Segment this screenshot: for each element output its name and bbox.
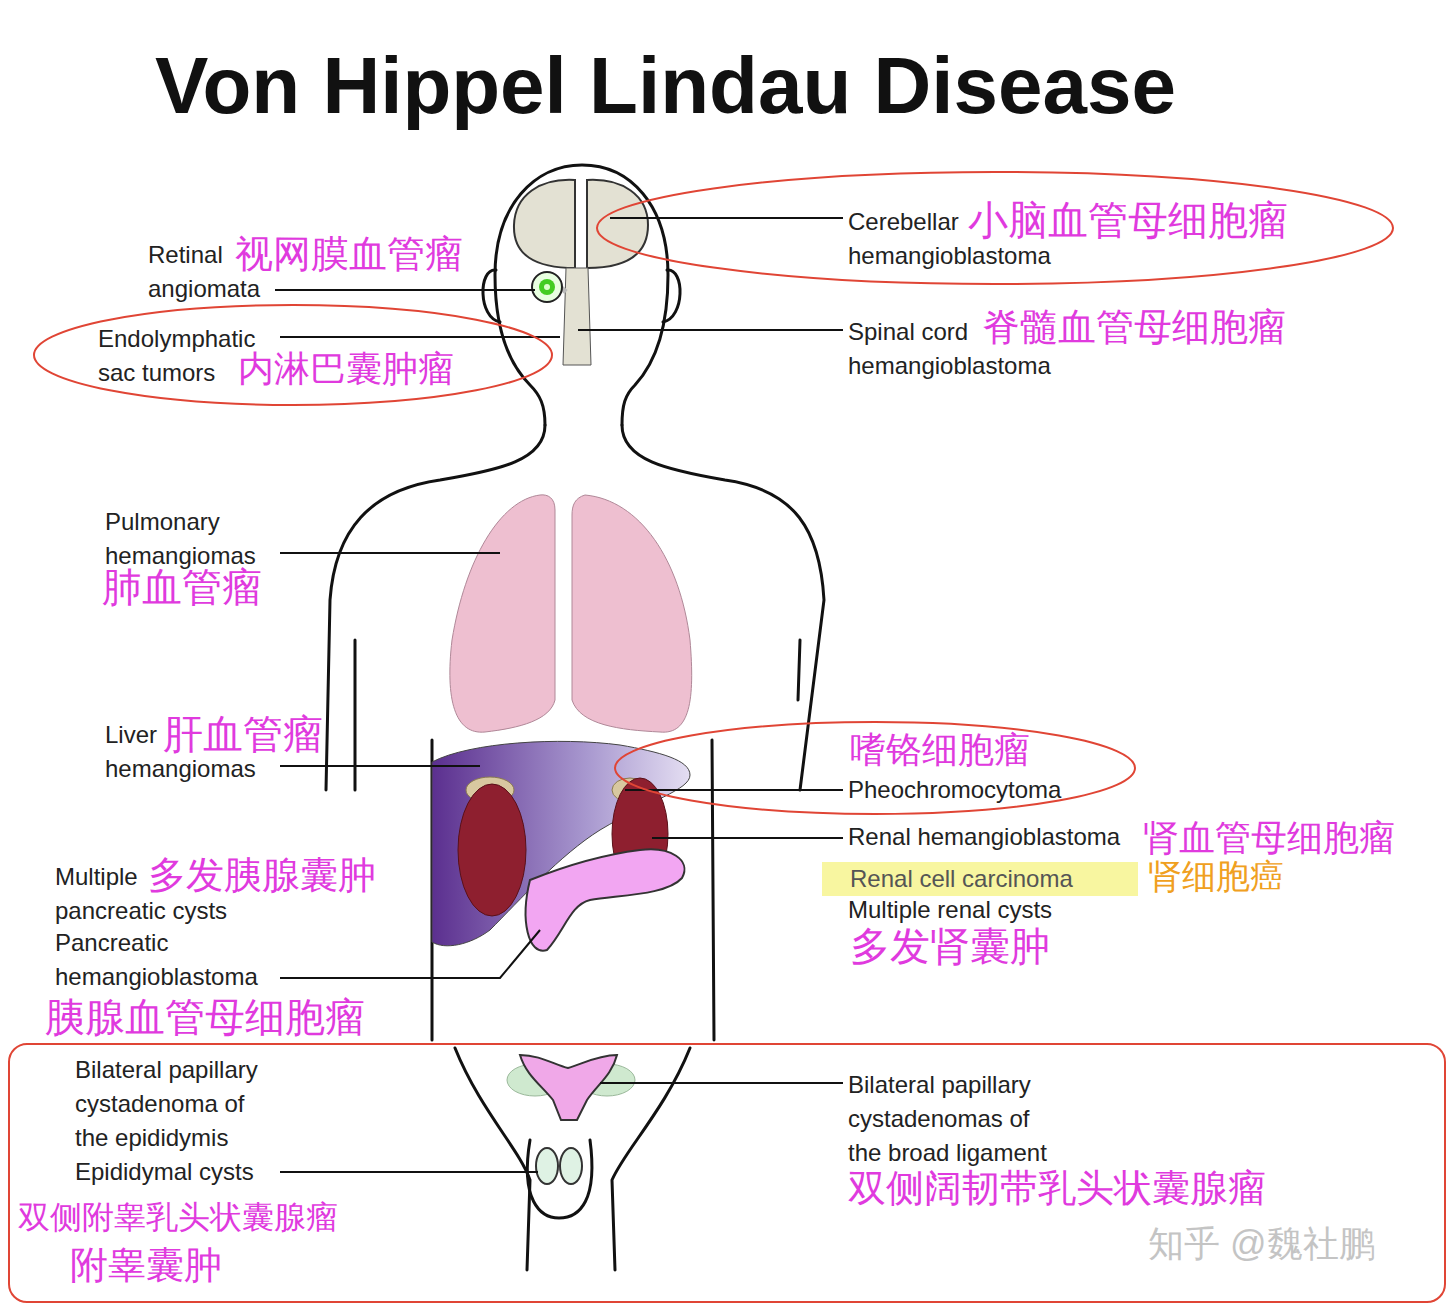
chinese-term: 多发胰腺囊肿 — [148, 853, 376, 899]
illustration-part — [495, 165, 668, 425]
illustration-part — [587, 180, 648, 268]
illustration-part — [663, 270, 680, 322]
illustration-part — [600, 1082, 843, 1084]
pancreas — [526, 849, 685, 950]
chinese-term: 视网膜血管瘤 — [235, 232, 463, 278]
illustration-part — [544, 284, 550, 290]
chinese-term: 内淋巴囊肿瘤 — [238, 347, 454, 390]
lungs — [450, 495, 692, 732]
diagram-title: Von Hippel Lindau Disease — [155, 42, 1176, 130]
chinese-term: 肺血管瘤 — [102, 563, 262, 611]
english-term: Renal cell carcinoma — [850, 864, 1073, 894]
chinese-term: 双侧阔韧带乳头状囊腺瘤 — [848, 1166, 1266, 1212]
illustration-part — [280, 552, 500, 554]
watermark: 知乎 @魏社鹏 — [1148, 1222, 1375, 1265]
callout-ellipse: 嗜铬细胞瘤 Pheochromocytoma — [613, 720, 1137, 816]
english-term: Pulmonary hemangiomas — [105, 505, 280, 573]
callout-ellipse-outline — [615, 722, 1135, 814]
illustration-part — [526, 849, 685, 950]
chinese-term: 肾血管母细胞瘤 — [1143, 816, 1395, 859]
illustration-part — [450, 495, 555, 732]
eye — [532, 272, 562, 302]
illustration-part — [712, 740, 714, 1040]
illustration-part — [280, 765, 480, 767]
english-term: Pancreatic hemangioblastoma — [55, 926, 270, 994]
callout-ellipse-outline — [34, 305, 552, 405]
chinese-term: 附睾囊肿 — [70, 1243, 222, 1289]
highlight-fill — [822, 862, 1138, 896]
callout-ellipse: Endolymphatic sac tumors内淋巴囊肿瘤 — [32, 303, 554, 407]
highlight-box: Renal cell carcinoma — [822, 862, 1138, 896]
illustration-part — [520, 1055, 617, 1120]
english-term: Bilateral papillary cystadenomas of the … — [848, 1068, 1063, 1170]
illustration-part — [572, 495, 692, 732]
illustration-part — [610, 217, 843, 219]
chinese-term: 双侧附睾乳头状囊腺瘤 — [18, 1198, 338, 1236]
illustration-part — [458, 784, 526, 916]
illustration-part — [578, 329, 843, 331]
illustration-part — [625, 789, 843, 791]
english-term: Renal hemangioblastoma — [848, 822, 1120, 852]
english-term: Pheochromocytoma — [848, 775, 1061, 805]
illustration-part — [280, 336, 560, 338]
callout-ellipse: Cerebellar hemangioblastoma小脑血管母细胞瘤 — [595, 170, 1395, 286]
chinese-term: 小脑血管母细胞瘤 — [968, 196, 1288, 244]
chinese-term: 脊髓血管母细胞瘤 — [982, 305, 1286, 351]
illustration-part — [514, 180, 575, 268]
english-term: Multiple renal cysts — [848, 895, 1052, 925]
chinese-term: 多发肾囊肿 — [850, 922, 1050, 970]
pelvic-organs — [507, 1055, 635, 1184]
illustration-part — [560, 1148, 582, 1184]
english-term: Epididymal cysts — [75, 1155, 254, 1189]
illustration-part — [563, 268, 591, 365]
illustration-part — [798, 640, 800, 700]
illustration-part — [652, 837, 843, 839]
frame-outline — [9, 1044, 1445, 1302]
illustration-part — [527, 1140, 592, 1218]
illustration-part — [280, 1171, 538, 1173]
chinese-term: 肾细胞癌 — [1148, 856, 1284, 897]
english-term: Bilateral papillary cystadenoma of the e… — [75, 1053, 270, 1155]
chinese-term: 嗜铬细胞瘤 — [850, 728, 1030, 771]
chinese-term: 胰腺血管母细胞瘤 — [45, 993, 365, 1041]
illustration-part — [354, 640, 357, 790]
chinese-term: 肝血管瘤 — [163, 710, 323, 758]
illustration-part — [532, 272, 562, 302]
illustration-part — [280, 930, 540, 978]
illustration-part — [539, 279, 555, 295]
illustration-part — [483, 270, 500, 322]
illustration-part — [275, 289, 535, 291]
illustration-part — [536, 1148, 558, 1184]
callout-ellipse-outline — [597, 172, 1393, 284]
